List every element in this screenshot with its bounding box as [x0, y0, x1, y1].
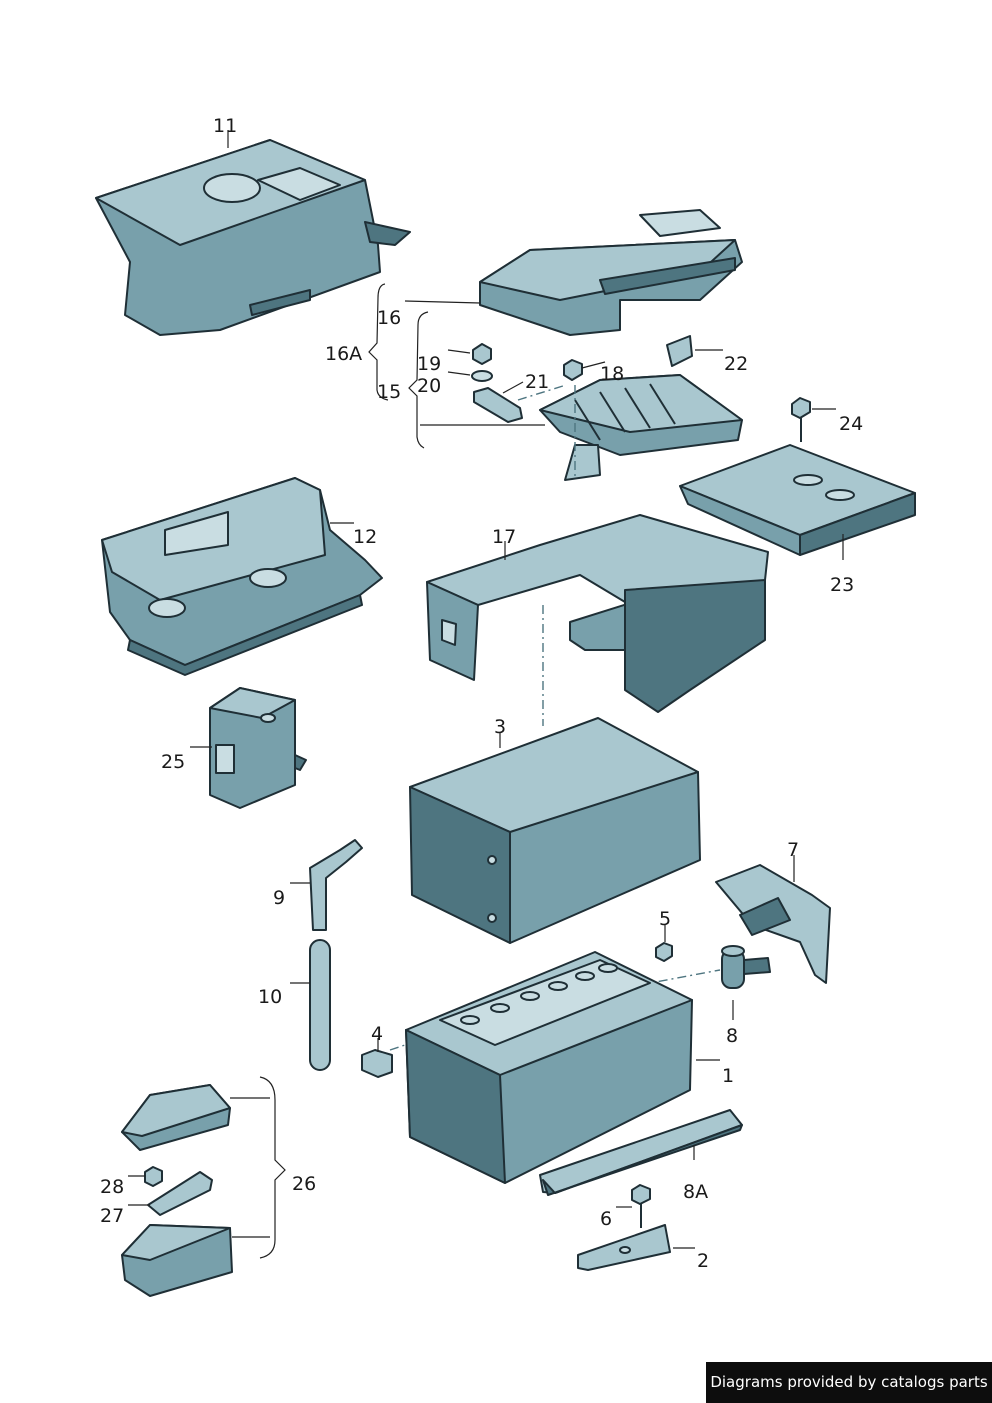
part-10-vent-hose[interactable]: [309, 939, 331, 1071]
label-2: 2: [697, 1250, 709, 1272]
label-22: 22: [724, 353, 748, 375]
part-19-nut[interactable]: [472, 343, 492, 365]
part-24-bolt[interactable]: [791, 397, 811, 442]
part-26-housing-top[interactable]: [121, 1084, 231, 1151]
part-15-fuse-carrier[interactable]: [539, 374, 743, 481]
part-18-nut[interactable]: [563, 359, 583, 381]
part-26-housing-base[interactable]: [121, 1224, 233, 1297]
part-23-mounting-plate[interactable]: [679, 444, 916, 556]
label-1: 1: [722, 1065, 734, 1087]
part-16-cover[interactable]: [479, 209, 743, 336]
label-23: 23: [830, 574, 854, 596]
attribution-footer: Diagrams provided by catalogs parts: [706, 1362, 992, 1403]
label-28: 28: [100, 1176, 124, 1198]
part-11-battery-cover[interactable]: [95, 139, 411, 336]
label-25: 25: [161, 751, 185, 773]
part-25-relay-module[interactable]: [209, 687, 307, 809]
leader-lines: [128, 130, 844, 1259]
part-1-battery[interactable]: [405, 951, 693, 1184]
label-7: 7: [787, 839, 799, 861]
label-5: 5: [659, 908, 671, 930]
part-2-clamp-plate[interactable]: [577, 1224, 671, 1271]
label-4: 4: [371, 1023, 383, 1045]
label-19: 19: [417, 353, 441, 375]
label-3: 3: [494, 716, 506, 738]
part-8-terminal-clamp[interactable]: [721, 945, 771, 989]
label-8a: 8A: [683, 1181, 708, 1203]
part-21-connecting-strap[interactable]: [473, 387, 523, 423]
label-15: 15: [377, 381, 401, 403]
label-16: 16: [377, 307, 401, 329]
label-8: 8: [726, 1025, 738, 1047]
label-11: 11: [213, 115, 237, 137]
part-7-terminal-cover[interactable]: [715, 864, 831, 984]
label-6: 6: [600, 1208, 612, 1230]
part-28-nut[interactable]: [144, 1166, 163, 1187]
part-4-cap[interactable]: [361, 1049, 393, 1078]
part-22-fuse[interactable]: [666, 335, 693, 367]
part-8a-retaining-strip[interactable]: [539, 1109, 743, 1196]
label-17: 17: [492, 526, 516, 548]
part-27-strap[interactable]: [147, 1171, 213, 1216]
part-5-terminal-bolt[interactable]: [655, 942, 673, 962]
label-20: 20: [417, 375, 441, 397]
label-21: 21: [525, 371, 549, 393]
part-6-bolt[interactable]: [631, 1184, 651, 1228]
label-18: 18: [600, 363, 624, 385]
label-24: 24: [839, 413, 863, 435]
part-3-battery-box[interactable]: [409, 717, 701, 944]
label-27: 27: [100, 1205, 124, 1227]
part-20-washer[interactable]: [471, 370, 493, 382]
part-12-battery-tray[interactable]: [101, 477, 383, 676]
label-9: 9: [273, 887, 285, 909]
label-26: 26: [292, 1173, 316, 1195]
part-number-labels: 11 16 16A 15 19 20 21 18 22 24 23 12 17 …: [100, 115, 863, 1272]
part-17-support-bracket[interactable]: [426, 514, 769, 713]
label-16a: 16A: [325, 343, 362, 365]
label-10: 10: [258, 986, 282, 1008]
label-12: 12: [353, 526, 377, 548]
part-9-elbow-vent[interactable]: [309, 839, 363, 931]
